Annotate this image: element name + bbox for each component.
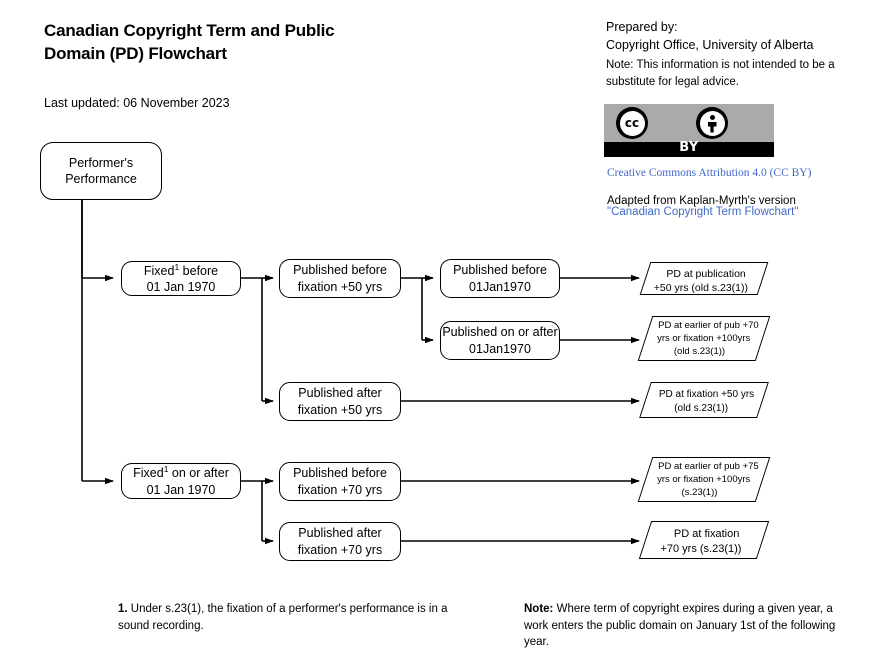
legal-disclaimer: Note: This information is not intended t… — [606, 59, 835, 88]
footnote-marker: 1 — [174, 261, 180, 272]
result-line-1: PD at fixation +50 yrs — [658, 389, 755, 400]
creative-commons-badge-icon: cc BY — [604, 104, 774, 157]
prepared-by-label: Prepared by: — [606, 20, 678, 34]
node-line-2: fixation +70 yrs — [297, 482, 383, 497]
node-line-1: Published before — [293, 263, 387, 278]
node-line-2: fixation +70 yrs — [297, 542, 383, 557]
node-line-2: fixation +50 yrs — [297, 402, 383, 417]
node-published-on-or-after-01jan1970[interactable]: Published on or after 01Jan1970 — [440, 321, 560, 360]
node-line-2: 01 Jan 1970 — [146, 482, 216, 497]
node-line-1: Published after — [298, 386, 382, 401]
node-line-2: 01Jan1970 — [469, 341, 531, 356]
node-line-1: Published after — [298, 526, 382, 541]
result-line-2: +50 yrs (old s.23(1)) — [653, 282, 748, 295]
node-line-1: Published before — [293, 466, 387, 481]
result-line-2: yrs or fixation +100yrs — [657, 332, 751, 344]
node-line-2: 01Jan1970 — [469, 279, 531, 294]
node-performers-performance[interactable]: Performer's Performance — [40, 142, 162, 200]
node-fixed-before-1970[interactable]: Fixed1 before 01 Jan 1970 — [121, 261, 241, 296]
person-glyph — [699, 110, 725, 136]
cc-by-label: BY — [679, 140, 699, 155]
cc-mark-label: cc — [619, 110, 645, 136]
node-line-1: Fixed — [133, 466, 164, 481]
result-line-1: PD at earlier of pub +75 — [658, 461, 759, 472]
result-line-1: PD at earlier of pub +70 — [658, 320, 759, 331]
node-line-2: 01 Jan 1970 — [146, 280, 216, 295]
result-line-2: +70 yrs (s.23(1)) — [660, 542, 742, 555]
footer-note-body: Where term of copyright expires during a… — [524, 603, 836, 649]
footnote-body: Under s.23(1), the fixation of a perform… — [118, 603, 448, 632]
node-line-1: Performer's — [68, 155, 134, 170]
node-line-2: Performance — [65, 172, 137, 186]
prepared-by-org: Copyright Office, University of Alberta — [606, 37, 814, 52]
creative-commons-license-link[interactable]: Creative Commons Attribution 4.0 (CC BY) — [607, 167, 812, 179]
footnote-1: 1. Under s.23(1), the fixation of a perf… — [118, 601, 448, 634]
result-line-3: (old s.23(1)) — [673, 345, 726, 357]
result-pd-at-fixation-70[interactable]: PD at fixation +70 yrs (s.23(1)) — [638, 521, 770, 559]
result-line-1: PD at fixation — [673, 528, 740, 540]
cc-circle-icon: cc — [616, 107, 648, 139]
node-published-before-01jan1970[interactable]: Published before 01Jan1970 — [440, 259, 560, 298]
result-line-2: yrs or fixation +100yrs — [657, 473, 751, 485]
node-fixed-on-or-after-1970[interactable]: Fixed1 on or after 01 Jan 1970 — [121, 463, 241, 499]
node-line-1: Fixed — [143, 263, 175, 278]
result-line-2: (old s.23(1)) — [674, 402, 729, 414]
result-line-1: PD at publication — [666, 268, 746, 280]
cc-attribution-person-icon — [696, 107, 728, 139]
footnote-marker-label: 1. — [118, 603, 128, 615]
node-published-before-fixation-70[interactable]: Published before fixation +70 yrs — [279, 462, 401, 501]
footnote-marker: 1 — [163, 464, 169, 475]
source-flowchart-link[interactable]: "Canadian Copyright Term Flowchart" — [607, 206, 799, 218]
result-pd-earlier-pub75-fix100[interactable]: PD at earlier of pub +75 yrs or fixation… — [637, 457, 771, 502]
node-line-1b: before — [179, 263, 219, 278]
node-line-1: Published on or after — [442, 325, 558, 340]
footer-note-label: Note: — [524, 603, 554, 615]
last-updated-text: Last updated: 06 November 2023 — [44, 96, 230, 110]
person-body — [707, 121, 717, 133]
page-title: Canadian Copyright Term and Public Domai… — [44, 21, 335, 63]
adapted-from-text: Adapted from Kaplan-Myrth's version — [607, 195, 796, 207]
result-pd-at-publication-50[interactable]: PD at publication +50 yrs (old s.23(1)) — [639, 262, 769, 295]
node-line-2: fixation +50 yrs — [297, 279, 383, 294]
prepared-by-block: Prepared by: Copyright Office, Universit… — [606, 19, 872, 55]
footer-note: Note: Where term of copyright expires du… — [524, 601, 844, 651]
result-pd-earlier-pub70-fix100[interactable]: PD at earlier of pub +70 yrs or fixation… — [637, 316, 771, 361]
node-line-1: Published before — [453, 263, 547, 278]
node-published-after-fixation-70[interactable]: Published after fixation +70 yrs — [279, 522, 401, 561]
person-head — [709, 114, 715, 120]
node-published-after-fixation-50[interactable]: Published after fixation +50 yrs — [279, 382, 401, 421]
result-pd-at-fixation-50[interactable]: PD at fixation +50 yrs (old s.23(1)) — [639, 382, 769, 418]
node-line-1b: on or after — [168, 466, 229, 481]
result-line-3: (s.23(1)) — [681, 486, 718, 498]
node-published-before-fixation-50[interactable]: Published before fixation +50 yrs — [279, 259, 401, 298]
